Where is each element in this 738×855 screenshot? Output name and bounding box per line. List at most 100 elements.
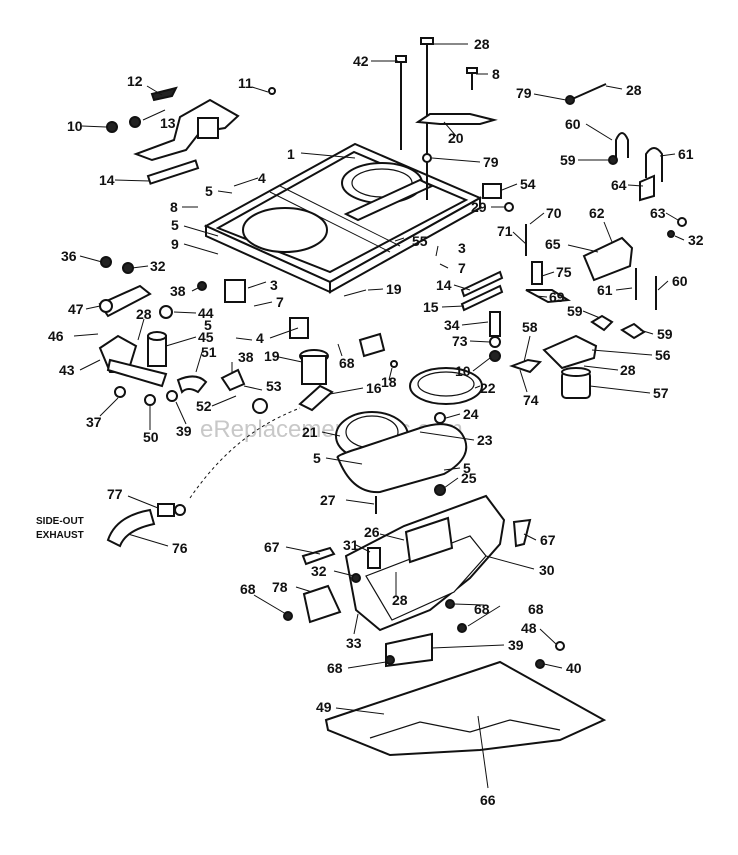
callout-50: 50 xyxy=(143,429,159,445)
callout-14: 14 xyxy=(99,172,115,188)
callout-74: 74 xyxy=(523,392,539,408)
callout-38: 38 xyxy=(238,349,254,365)
callout-5d: 5 xyxy=(463,460,471,476)
callout-11: 11 xyxy=(238,75,253,91)
side-out-label-line2: EXHAUST xyxy=(36,530,84,541)
callout-20: 20 xyxy=(448,130,464,146)
callout-28d: 28 xyxy=(136,306,152,322)
callout-3: 3 xyxy=(458,240,466,256)
callout-45: 45 xyxy=(198,329,214,345)
callout-43: 43 xyxy=(59,362,75,378)
callout-24: 24 xyxy=(463,406,479,422)
callout-57: 57 xyxy=(653,385,669,401)
callout-8b: 8 xyxy=(492,66,500,82)
callout-10: 10 xyxy=(67,118,83,134)
callout-49: 49 xyxy=(316,699,332,715)
callout-65: 65 xyxy=(545,236,561,252)
top-hardware xyxy=(395,37,607,200)
callout-31: 31 xyxy=(343,537,359,553)
callout-7b: 7 xyxy=(276,294,284,310)
callout-67: 67 xyxy=(540,532,556,548)
lever-bracket xyxy=(106,86,276,185)
callout-68e: 68 xyxy=(327,660,343,676)
callout-22: 22 xyxy=(480,380,496,396)
callout-21: 21 xyxy=(302,424,318,440)
callout-7: 7 xyxy=(458,260,466,276)
callout-10b: 10 xyxy=(455,363,471,379)
callout-26: 26 xyxy=(364,524,380,540)
deck-frame xyxy=(203,142,483,339)
right-hardware xyxy=(482,132,687,340)
callout-42: 42 xyxy=(353,53,369,69)
callout-labels: 12 11 10 13 14 1 4 5 8 5 9 28 42 8 79 28… xyxy=(36,36,704,808)
callout-44: 44 xyxy=(198,305,214,321)
side-out-exhaust xyxy=(106,407,301,548)
callout-59b: 59 xyxy=(567,303,583,319)
callout-3b: 3 xyxy=(270,277,278,293)
callout-5b: 5 xyxy=(171,217,179,233)
callout-71: 71 xyxy=(497,223,513,239)
callout-28b: 28 xyxy=(626,82,642,98)
callout-60: 60 xyxy=(565,116,581,132)
callout-68d: 68 xyxy=(528,601,544,617)
callout-54: 54 xyxy=(520,176,536,192)
callout-35: 36 xyxy=(61,248,77,264)
callout-15: 15 xyxy=(423,299,439,315)
callout-79: 79 xyxy=(516,85,532,101)
callout-27: 27 xyxy=(320,492,336,508)
callout-52: 52 xyxy=(196,398,212,414)
callout-69: 69 xyxy=(549,289,565,305)
lift-arm-assembly xyxy=(98,256,268,414)
callout-76: 76 xyxy=(172,540,188,556)
callout-23: 23 xyxy=(477,432,493,448)
callout-68c: 68 xyxy=(474,601,490,617)
callout-12: 12 xyxy=(127,73,143,89)
callout-16: 16 xyxy=(366,380,382,396)
lower-housing xyxy=(283,494,532,668)
callout-14b: 14 xyxy=(436,277,452,293)
side-out-label-line1: SIDE-OUT xyxy=(36,516,84,527)
callout-78: 78 xyxy=(272,579,288,595)
callout-40: 40 xyxy=(566,660,582,676)
callout-25: 25 xyxy=(461,470,477,486)
pulleys-belt xyxy=(335,270,504,514)
callout-67b: 67 xyxy=(264,539,280,555)
clutch-assembly xyxy=(509,334,598,399)
callout-19-visible: 19 xyxy=(264,348,280,364)
baffle-plate xyxy=(324,641,607,757)
callout-70: 70 xyxy=(546,205,562,221)
callout-36: 37 xyxy=(86,414,102,430)
callout-38b: 39 xyxy=(176,423,192,439)
callout-63: 63 xyxy=(650,205,666,221)
callout-30: 30 xyxy=(539,562,555,578)
callout-73: 73 xyxy=(452,333,468,349)
callout-59c: 59 xyxy=(657,326,673,342)
callout-47: 47 xyxy=(68,301,84,317)
callout-64: 64 xyxy=(611,177,627,193)
callout-1: 1 xyxy=(287,146,295,162)
callout-48: 48 xyxy=(521,620,537,636)
callout-75: 75 xyxy=(556,264,572,280)
callout-32: 32 xyxy=(688,232,704,248)
callout-5c: 5 xyxy=(313,450,321,466)
callout-32b: 32 xyxy=(150,258,166,274)
callout-56: 56 xyxy=(655,347,671,363)
callout-4b: 4 xyxy=(256,330,264,346)
leader-lines xyxy=(73,43,685,789)
callout-61b: 61 xyxy=(597,282,613,298)
callout-61: 61 xyxy=(678,146,694,162)
callout-8: 8 xyxy=(170,199,178,215)
callout-37: 38 xyxy=(170,283,186,299)
callout-5e: 5 xyxy=(204,317,212,333)
callout-33: 33 xyxy=(346,635,362,651)
callout-68b: 68 xyxy=(240,581,256,597)
callout-18: 18 xyxy=(381,374,397,390)
callout-60b: 60 xyxy=(672,273,688,289)
callout-17: 19 xyxy=(386,281,402,297)
callout-46: 46 xyxy=(48,328,64,344)
callout-28c: 28 xyxy=(620,362,636,378)
callout-66: 66 xyxy=(480,792,496,808)
callout-4: 4 xyxy=(258,170,266,186)
